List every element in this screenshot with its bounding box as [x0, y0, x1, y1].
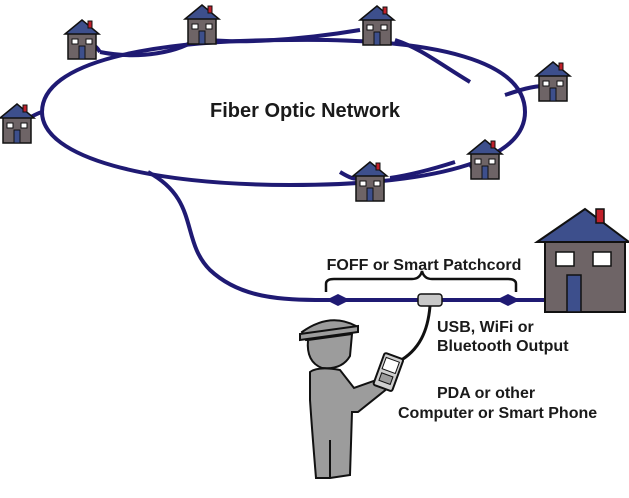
fiber-connector-icon	[326, 294, 338, 306]
patchcord-brace	[324, 270, 518, 292]
house-icon	[467, 139, 503, 180]
patchcord-label: FOFF or Smart Patchcord	[327, 257, 522, 274]
house-icon	[0, 103, 35, 144]
network-label: Fiber Optic Network	[210, 100, 401, 122]
house-icon	[64, 19, 100, 60]
house-icon	[352, 161, 388, 202]
network-loop	[39, 37, 528, 188]
output-label-line1: USB, WiFi or	[437, 319, 534, 336]
usb-cable	[397, 305, 432, 364]
output-label-line2: Bluetooth Output	[437, 338, 569, 355]
pda-icon	[372, 352, 404, 392]
technician-person-icon	[299, 319, 390, 479]
house-icon	[359, 5, 395, 46]
fiber-connector-icon	[508, 294, 520, 306]
fiber-connector-icon	[496, 294, 508, 306]
customer-house-icon	[533, 207, 629, 313]
usb-adapter-icon	[417, 293, 443, 307]
device-label-line2: Computer or Smart Phone	[398, 405, 597, 422]
house-icon	[184, 4, 220, 45]
house-icon	[535, 61, 571, 102]
fiber-connectors	[326, 294, 520, 306]
device-label-line1: PDA or other	[437, 385, 535, 402]
fiber-connector-icon	[338, 294, 350, 306]
